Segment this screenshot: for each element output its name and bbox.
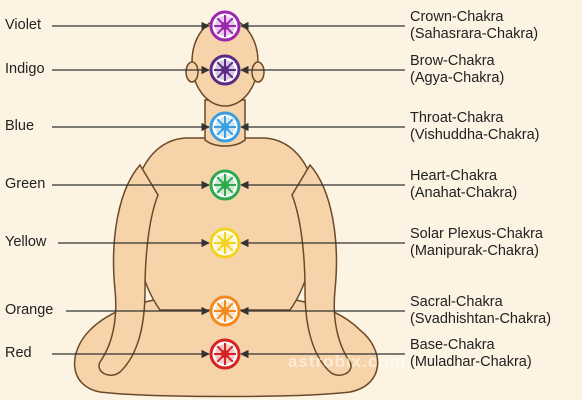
meditating-figure [74, 17, 379, 398]
chakra-label: Solar Plexus-Chakra(Manipurak-Chakra) [410, 226, 543, 260]
color-label: Violet [5, 17, 42, 33]
color-label: Indigo [5, 61, 45, 77]
chakra-name: Sacral-Chakra [410, 294, 503, 310]
chakra-wheel-3 [209, 169, 241, 201]
chakra-wheel-6 [209, 338, 241, 370]
color-label: Orange [5, 302, 54, 318]
chakra-label: Heart-Chakra(Anahat-Chakra) [410, 168, 517, 202]
left-arm [98, 163, 159, 376]
chakra-name: Throat-Chakra [410, 110, 504, 126]
right-arm [291, 163, 352, 376]
color-label: Red [5, 345, 32, 361]
pointer-lines [52, 21, 405, 359]
chakra-name: Base-Chakra [410, 337, 495, 353]
torso [133, 137, 317, 311]
color-label: Yellow [5, 234, 47, 250]
chakra-label: Brow-Chakra(Agya-Chakra) [410, 53, 504, 87]
chakra-name: Solar Plexus-Chakra [410, 226, 543, 242]
chakra-sanskrit-name: (Svadhishtan-Chakra) [410, 311, 552, 327]
chakra-label: Sacral-Chakra(Svadhishtan-Chakra) [410, 294, 551, 328]
chakra-label: Crown-Chakra(Sahasrara-Chakra) [410, 9, 538, 43]
right-ear [251, 61, 265, 83]
chakra-wheels [209, 10, 241, 370]
chakra-wheel-5 [209, 295, 241, 327]
color-label: Blue [5, 118, 35, 134]
chakra-sanskrit-name: (Agya-Chakra) [410, 70, 505, 86]
color-label: Green [5, 176, 46, 192]
chakra-label: Throat-Chakra(Vishuddha-Chakra) [410, 110, 540, 144]
chakra-name: Heart-Chakra [410, 168, 498, 184]
watermark: astrobix.com [288, 352, 406, 371]
chakra-wheel-4 [209, 227, 241, 259]
chakra-wheel-0 [209, 10, 241, 42]
chakra-name: Brow-Chakra [410, 53, 495, 69]
chakra-wheel-1 [209, 54, 241, 86]
chakra-label: Base-Chakra(Muladhar-Chakra) [410, 337, 532, 371]
chakra-sanskrit-name: (Manipurak-Chakra) [410, 243, 539, 259]
chakra-sanskrit-name: (Muladhar-Chakra) [410, 354, 532, 370]
chakra-sanskrit-name: (Anahat-Chakra) [410, 185, 518, 201]
left-ear [185, 61, 199, 83]
chakra-sanskrit-name: (Vishuddha-Chakra) [410, 127, 540, 143]
chakra-wheel-2 [209, 111, 241, 143]
chakra-name: Crown-Chakra [410, 9, 504, 25]
chakra-sanskrit-name: (Sahasrara-Chakra) [410, 26, 539, 42]
